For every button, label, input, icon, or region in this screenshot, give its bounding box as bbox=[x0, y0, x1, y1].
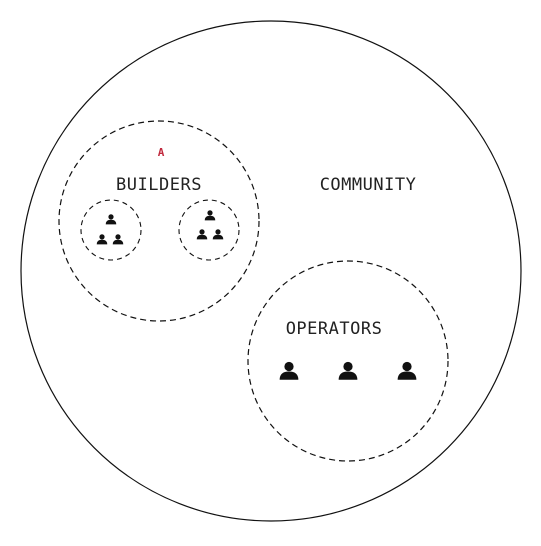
person-icon bbox=[105, 214, 117, 225]
builders-subteam-1-icons bbox=[96, 214, 124, 245]
builders-circle bbox=[58, 120, 260, 322]
person-icon bbox=[397, 361, 417, 380]
operators-circle bbox=[247, 260, 449, 462]
person-icon bbox=[196, 229, 208, 240]
person-icon bbox=[212, 229, 224, 240]
community-label: COMMUNITY bbox=[320, 175, 417, 195]
person-icon bbox=[204, 210, 216, 221]
person-icon bbox=[338, 361, 358, 380]
community-circle bbox=[20, 20, 522, 522]
person-icon bbox=[279, 361, 299, 380]
builders-subteam-2-circle bbox=[178, 199, 240, 261]
person-icon bbox=[96, 234, 108, 245]
builders-subteam-1-circle bbox=[80, 199, 142, 261]
builders-subteam-2-icons bbox=[196, 210, 224, 240]
marker-a: A bbox=[158, 146, 165, 159]
person-icon bbox=[112, 234, 124, 245]
operators-icons bbox=[279, 361, 417, 380]
builders-label: BUILDERS bbox=[116, 175, 202, 195]
operators-label: OPERATORS bbox=[286, 319, 383, 339]
